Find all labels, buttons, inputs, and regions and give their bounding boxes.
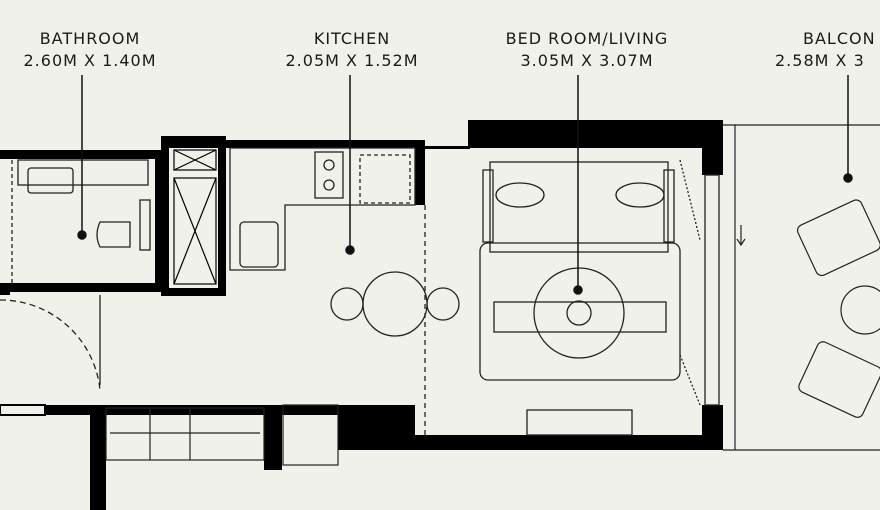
wardrobe — [105, 404, 339, 466]
armchair — [282, 404, 339, 466]
leader-lines — [77, 75, 853, 295]
room-dimensions: 2.58M X 3 — [775, 51, 865, 70]
bedroom-fixtures — [424, 159, 720, 436]
walls — [0, 120, 723, 510]
arrow-down-icon — [736, 225, 746, 247]
dining-chair — [330, 287, 364, 321]
bed — [489, 161, 669, 253]
room-label-kitchen: KITCHEN 2.05M X 1.52M — [286, 28, 419, 72]
room-label-bathroom: BATHROOM 2.60M X 1.40M — [24, 28, 157, 72]
room-dimensions: 2.60M X 1.40M — [23, 51, 157, 70]
balcony — [723, 124, 880, 451]
balcony-table — [840, 285, 880, 335]
sofa — [479, 242, 681, 381]
dining-table — [362, 271, 428, 337]
dining-chair — [426, 287, 460, 321]
room-name: KITCHEN — [313, 29, 391, 48]
kitchen-fixtures — [229, 147, 460, 337]
room-label-bedroom-living: BED ROOM/LIVING 3.05M X 3.07M — [506, 28, 669, 72]
room-label-balcony: BALCON 2.58M X 3 — [775, 28, 876, 72]
room-name: BATHROOM — [39, 29, 141, 48]
room-name: BED ROOM/LIVING — [505, 29, 669, 48]
shaft-cross — [173, 149, 217, 285]
balcony-chair — [796, 199, 880, 277]
balcony-chair — [798, 341, 880, 418]
room-name: BALCON — [803, 29, 876, 48]
bathroom-fixtures — [0, 159, 151, 391]
coffee-table — [533, 267, 625, 359]
hob-burner-icon — [323, 159, 335, 171]
room-dimensions: 2.05M X 1.52M — [285, 51, 419, 70]
room-dimensions: 3.05M X 3.07M — [520, 51, 654, 70]
